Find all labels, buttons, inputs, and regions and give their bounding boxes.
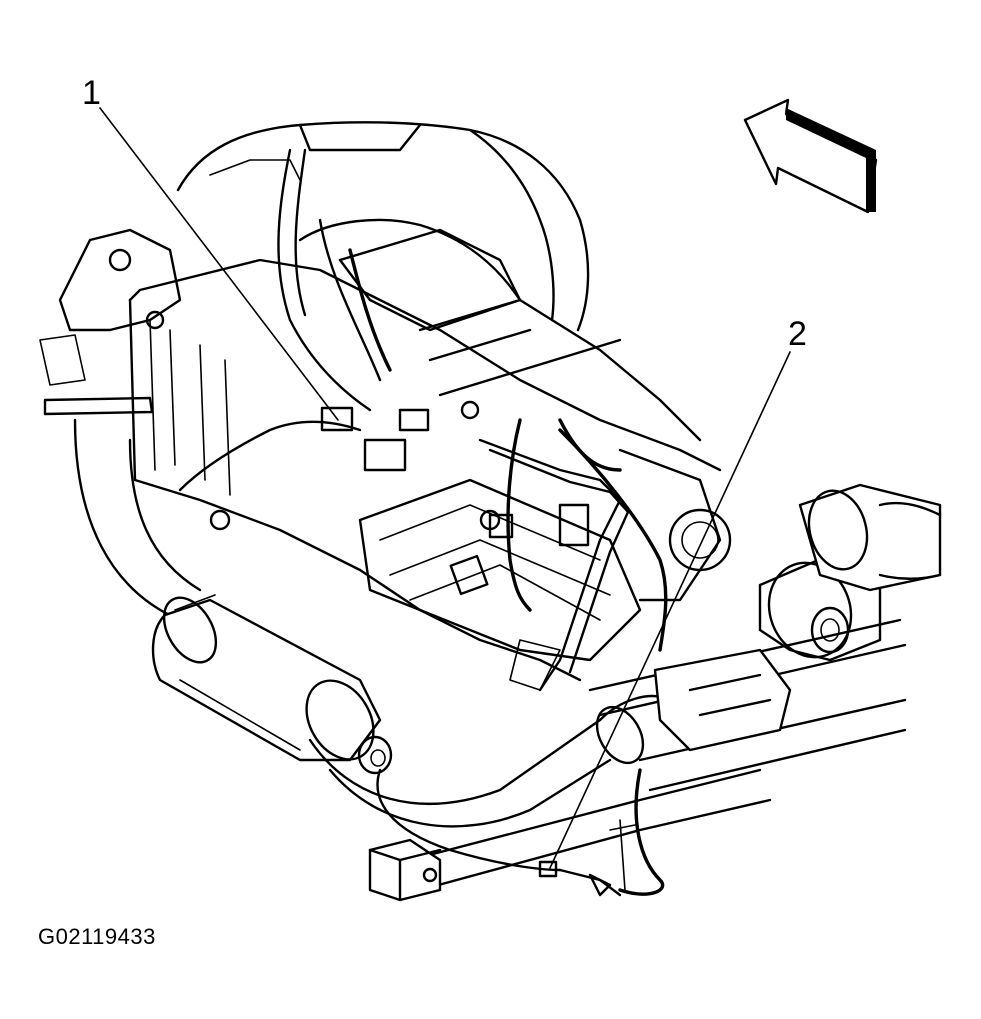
figure-id: G02119433 xyxy=(38,924,156,949)
callout-2-label: 2 xyxy=(788,315,807,353)
front-direction-arrow-icon xyxy=(743,98,878,214)
callout-2: 2 xyxy=(549,315,807,869)
callout-1-label: 1 xyxy=(82,74,101,112)
callout-1: 1 xyxy=(82,74,339,421)
transmission-assembly xyxy=(39,121,732,692)
callout-1-leader-line xyxy=(99,107,339,421)
callout-2-leader-line xyxy=(549,351,791,869)
exhaust-system xyxy=(73,418,942,902)
